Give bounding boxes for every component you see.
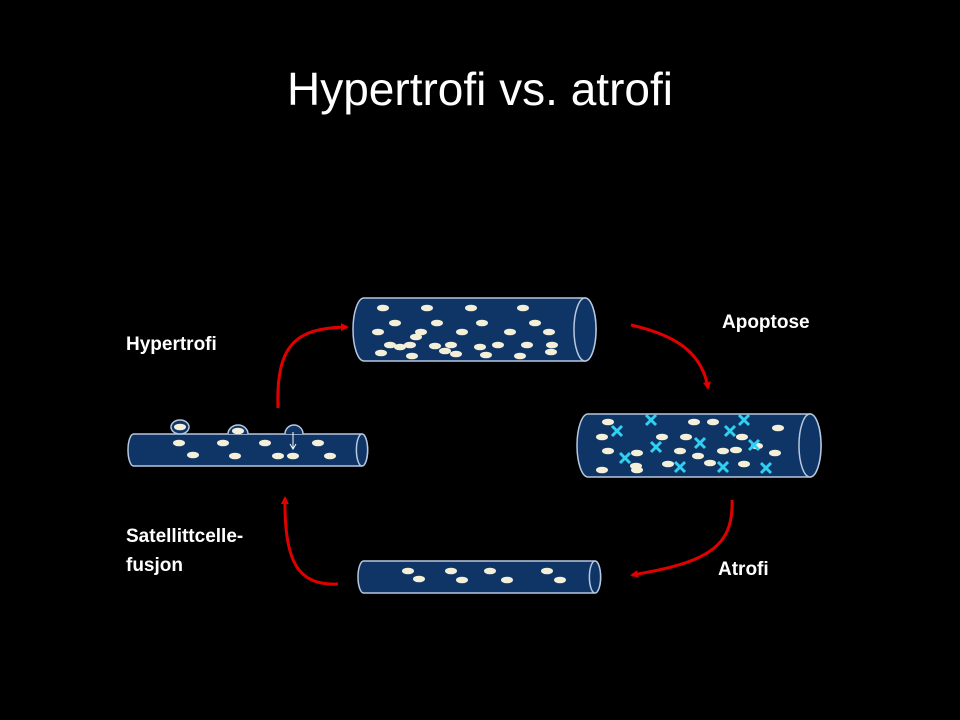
satellite-cell-fused [284, 424, 304, 435]
label-apoptose: Apoptose [722, 312, 810, 333]
nucleus [596, 466, 608, 474]
label-hypertrofi: Hypertrofi [126, 334, 217, 355]
nucleus [736, 433, 748, 441]
apoptotic-nucleus-icon [716, 460, 730, 474]
arrow-to-apoptosis [630, 323, 711, 390]
apoptotic-nucleus-icon [610, 424, 624, 438]
label-atrofi: Atrofi [718, 559, 769, 580]
nucleus [656, 433, 668, 441]
nucleus [543, 328, 555, 336]
arrow-to-satellite-fusion [280, 496, 339, 586]
nucleus [738, 460, 750, 468]
nucleus [439, 347, 451, 355]
nucleus [229, 452, 241, 460]
nucleus [384, 341, 396, 349]
nucleus [372, 328, 384, 336]
nucleus [688, 418, 700, 426]
apoptotic-nucleus-icon [737, 413, 751, 427]
nucleus [413, 575, 425, 583]
nucleus [272, 452, 284, 460]
apoptotic-nucleus-icon [673, 460, 687, 474]
apoptotic-nucleus-icon [693, 436, 707, 450]
apoptotic-nucleus-icon [649, 440, 663, 454]
nucleus [602, 418, 614, 426]
nucleus [377, 304, 389, 312]
nucleus [521, 341, 533, 349]
nucleus [324, 452, 336, 460]
fiber-apoptotic-end-cap [798, 413, 822, 478]
nucleus [730, 446, 742, 454]
fiber-atrophied-end-cap [588, 560, 602, 594]
nucleus [707, 418, 719, 426]
arrow-to-hypertrophy [276, 323, 349, 409]
nucleus [312, 439, 324, 447]
nucleus [631, 449, 643, 457]
nucleus [504, 328, 516, 336]
apoptotic-nucleus-icon [747, 438, 761, 452]
nucleus [602, 447, 614, 455]
fiber-normal [127, 433, 369, 467]
fiber-normal-end-cap [355, 433, 369, 467]
nucleus [394, 343, 406, 351]
fusion-arrow-icon [289, 432, 297, 450]
nucleus [596, 433, 608, 441]
nucleus [217, 439, 229, 447]
nucleus [415, 328, 427, 336]
apoptotic-nucleus-icon [618, 451, 632, 465]
nucleus [480, 351, 492, 359]
fiber-atrophied [357, 560, 602, 594]
apoptotic-nucleus-icon [759, 461, 773, 475]
nucleus [484, 567, 496, 575]
nucleus [692, 452, 704, 460]
nucleus [456, 328, 468, 336]
nucleus [173, 439, 185, 447]
nucleus [287, 452, 299, 460]
nucleus [704, 459, 716, 467]
nucleus [554, 576, 566, 584]
nucleus [406, 352, 418, 360]
nucleus [404, 341, 416, 349]
nucleus [769, 449, 781, 457]
nucleus [631, 466, 643, 474]
nucleus [174, 423, 186, 431]
nucleus [474, 343, 486, 351]
nucleus [445, 341, 457, 349]
nucleus [514, 352, 526, 360]
nucleus [501, 576, 513, 584]
nucleus [529, 319, 541, 327]
nucleus [674, 447, 686, 455]
nucleus [375, 349, 387, 357]
nucleus [389, 319, 401, 327]
nucleus [492, 341, 504, 349]
nucleus [187, 451, 199, 459]
nucleus [402, 567, 414, 575]
nucleus [545, 348, 557, 356]
apoptotic-nucleus-icon [644, 413, 658, 427]
nucleus [429, 342, 441, 350]
slide-title: Hypertrofi vs. atrofi [287, 63, 673, 115]
nucleus [456, 576, 468, 584]
fiber-hypertrophied-end-cap [573, 297, 597, 362]
nucleus [517, 304, 529, 312]
nucleus [410, 333, 422, 341]
nucleus [450, 350, 462, 358]
nucleus [431, 319, 443, 327]
nucleus [680, 433, 692, 441]
arrow-to-atrophy [630, 499, 734, 578]
nucleus [232, 427, 244, 435]
apoptotic-nucleus-icon [723, 424, 737, 438]
nucleus [445, 567, 457, 575]
nucleus [259, 439, 271, 447]
nucleus [662, 460, 674, 468]
nucleus [421, 304, 433, 312]
nucleus [772, 424, 784, 432]
nucleus [541, 567, 553, 575]
nucleus [476, 319, 488, 327]
nucleus [465, 304, 477, 312]
label-satellitt-line1: Satellittcelle- [126, 526, 244, 547]
label-satellitt-line2: fusjon [126, 555, 183, 576]
nucleus [717, 447, 729, 455]
nucleus [546, 341, 558, 349]
